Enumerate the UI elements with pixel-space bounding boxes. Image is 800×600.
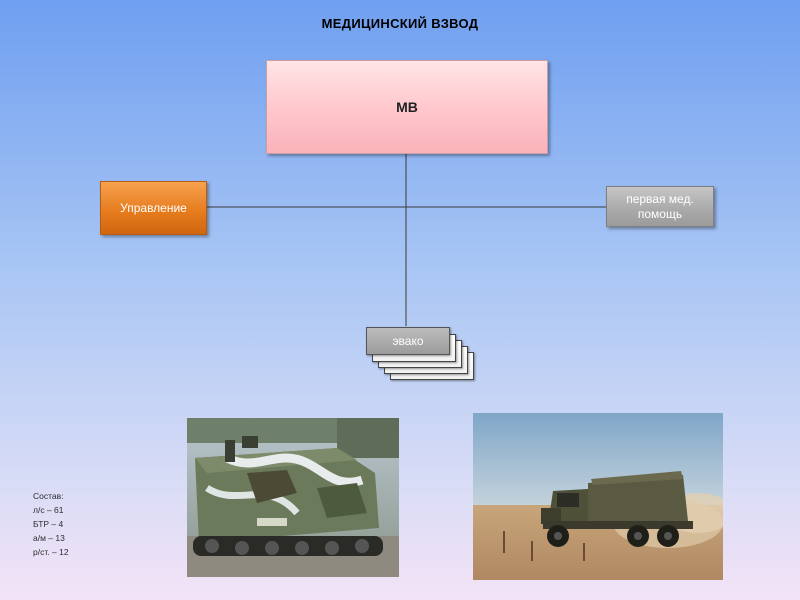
org-node-mv-label: МВ [396,99,418,115]
military-truck-photo [473,413,723,580]
org-node-upravlenie: Управление [100,181,207,235]
page-title: МЕДИЦИНСКИЙ ВЗВОД [321,16,479,31]
composition-legend: Состав: л/с – 61 БТР – 4 а/м – 13 р/ст. … [33,489,69,559]
org-node-evako-label: эвако [392,334,424,348]
org-node-first-aid-line2: помощь [637,206,683,221]
org-node-evako: эвако [366,327,450,355]
org-node-upravlenie-label: Управление [120,201,187,215]
legend-heading: Состав: [33,491,64,501]
armored-carrier-photo [187,418,399,577]
legend-item: БТР – 4 [33,519,64,529]
legend-item: р/ст. – 12 [33,547,69,557]
legend-item: л/с – 61 [33,505,64,515]
org-node-first-aid: первая мед. помощь [606,186,714,227]
org-node-mv: МВ [266,60,548,154]
legend-item: а/м – 13 [33,533,65,543]
org-node-first-aid-line1: первая мед. [626,191,694,206]
